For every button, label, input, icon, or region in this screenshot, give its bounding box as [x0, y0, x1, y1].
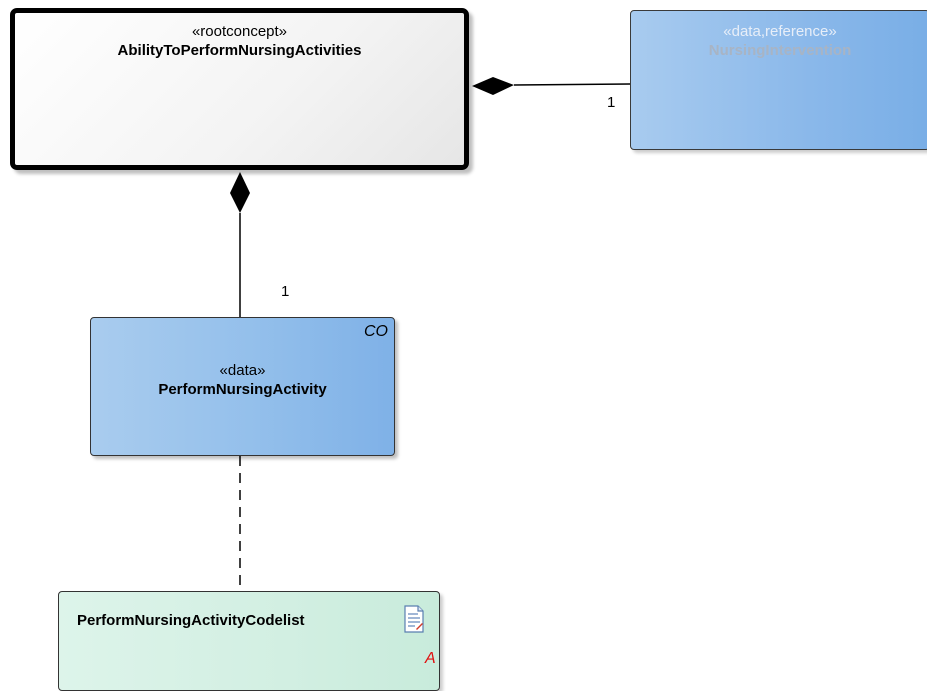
- root-concept-class[interactable]: «rootconcept» AbilityToPerformNursingAct…: [10, 8, 469, 170]
- reference-stereotype: «data,reference»: [723, 23, 837, 40]
- composition-diamond-root-reference: [472, 77, 514, 95]
- multiplicity-reference: 1: [607, 94, 616, 111]
- root-name: AbilityToPerformNursingActivities: [117, 42, 362, 59]
- reference-class[interactable]: «data,reference» NursingIntervention: [630, 10, 927, 150]
- multiplicity-data: 1: [281, 283, 290, 300]
- data-class-name: PerformNursingActivity: [158, 381, 327, 398]
- document-icon: [404, 605, 424, 633]
- codelist-abstract-tag: A: [425, 650, 436, 667]
- composition-line-root-reference: [513, 83, 631, 86]
- codelist-name: PerformNursingActivityCodelist: [77, 612, 305, 629]
- root-stereotype: «rootconcept»: [191, 23, 288, 40]
- data-class-stereotype: «data»: [219, 362, 266, 379]
- data-class[interactable]: CO «data» PerformNursingActivity: [90, 317, 395, 456]
- data-class-tag: CO: [364, 323, 388, 340]
- reference-name: NursingIntervention: [708, 42, 852, 59]
- codelist-class[interactable]: PerformNursingActivityCodelist A: [58, 591, 440, 691]
- composition-diamond-root-data: [230, 172, 250, 213]
